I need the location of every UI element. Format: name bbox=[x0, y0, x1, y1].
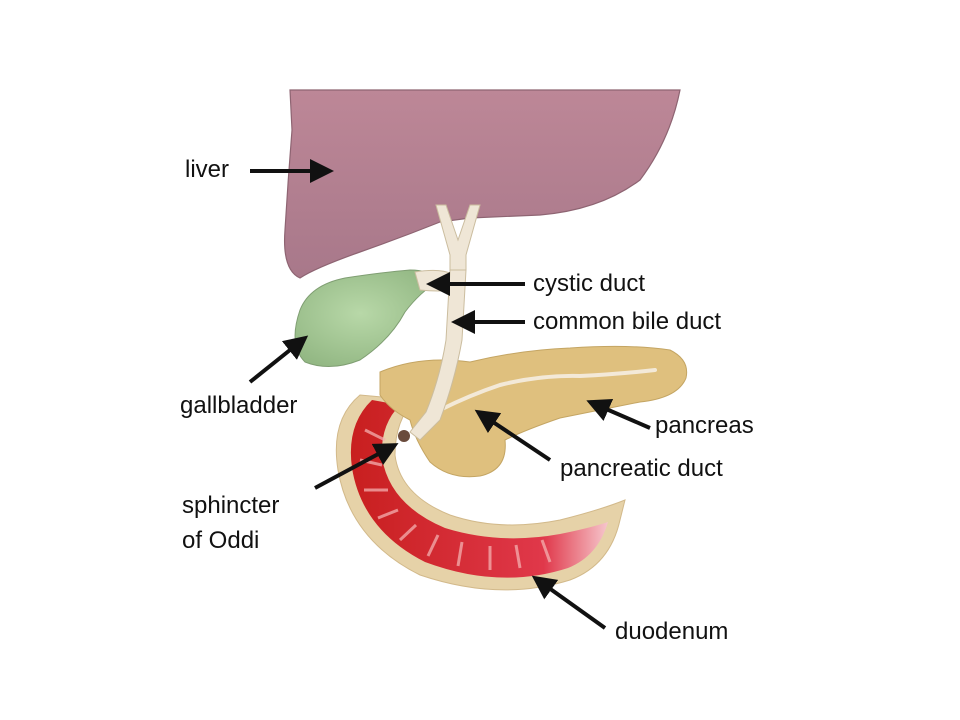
label-sphincter-line2: of Oddi bbox=[182, 527, 260, 554]
gallbladder-shape bbox=[294, 269, 441, 367]
hepatic-ducts bbox=[435, 204, 481, 271]
label-gallbladder: gallbladder bbox=[180, 392, 298, 419]
duodenum-mucosa bbox=[350, 400, 608, 578]
arrow-sphincter bbox=[314, 443, 399, 490]
pointer-arrows bbox=[248, 159, 651, 630]
pancreatic-duct-line bbox=[438, 368, 657, 412]
pancreas-shape bbox=[379, 345, 688, 478]
arrow-pancreas bbox=[586, 398, 651, 430]
arrow-duodenum bbox=[531, 575, 607, 630]
label-pancreatic-duct: pancreatic duct bbox=[560, 455, 723, 482]
label-common-bile-duct: common bile duct bbox=[533, 308, 722, 335]
label-sphincter-line1: sphincter bbox=[182, 492, 280, 519]
label-pancreas: pancreas bbox=[655, 412, 754, 439]
sphincter-dot bbox=[398, 430, 410, 442]
arrow-pancreatic-duct bbox=[474, 409, 552, 462]
label-duodenum: duodenum bbox=[615, 618, 729, 645]
liver-shape bbox=[283, 89, 681, 279]
arrow-gallbladder bbox=[248, 335, 309, 384]
label-liver: liver bbox=[185, 156, 230, 183]
label-cystic-duct: cystic duct bbox=[533, 270, 646, 297]
